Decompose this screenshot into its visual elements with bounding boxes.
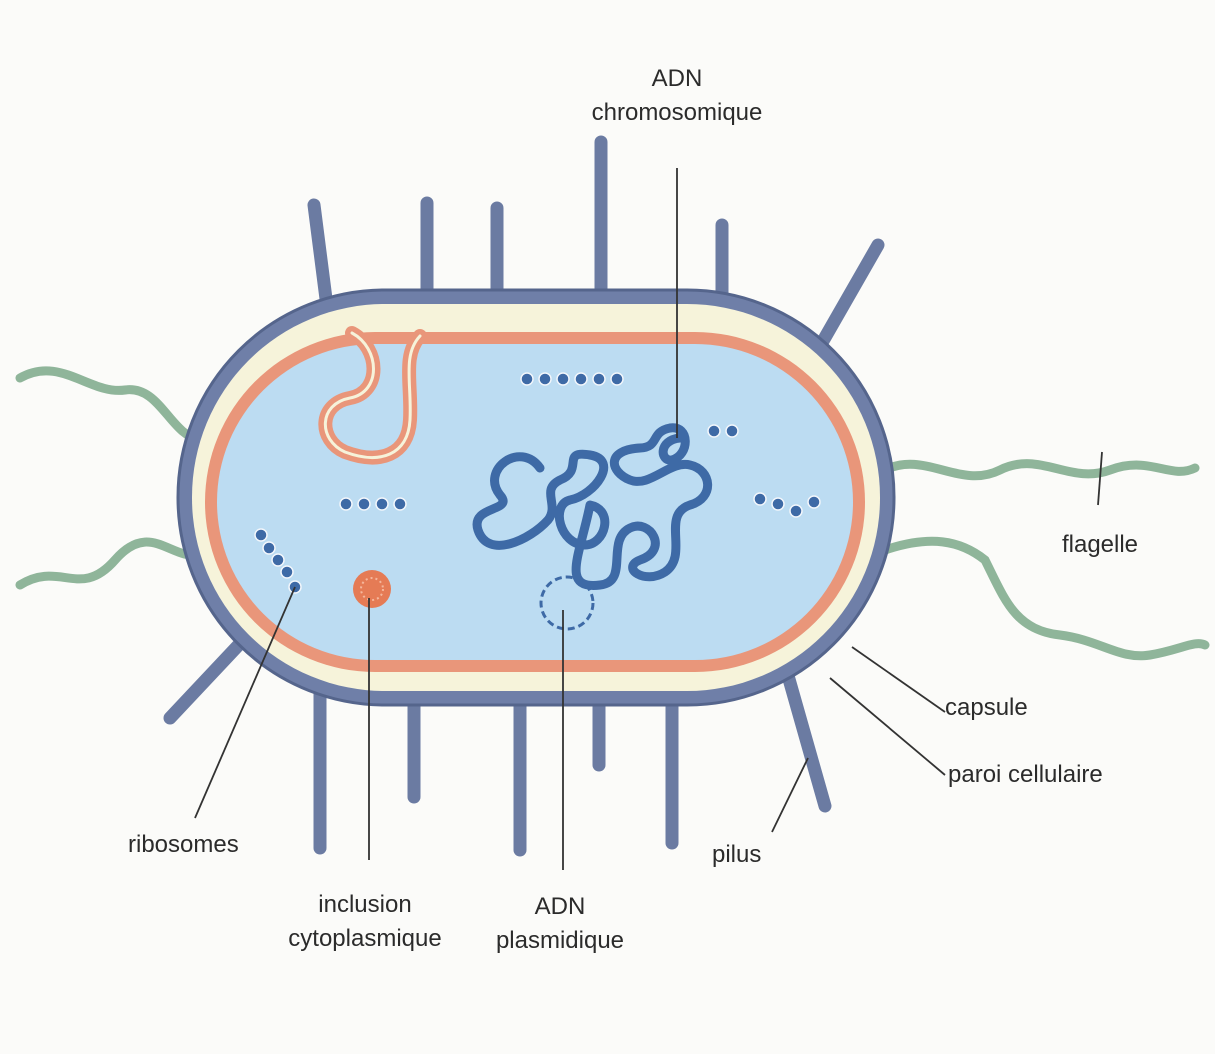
- ribosome: [611, 373, 623, 385]
- ribosome: [263, 542, 275, 554]
- label-adn-plasmidique: ADN plasmidique: [470, 890, 650, 958]
- ribosome: [539, 373, 551, 385]
- ribosome: [772, 498, 784, 510]
- label-adn-chromosomique: ADN chromosomique: [572, 62, 782, 130]
- ribosome: [593, 373, 605, 385]
- label-pilus: pilus: [712, 838, 761, 872]
- ribosome: [281, 566, 293, 578]
- ribosome: [394, 498, 406, 510]
- label-paroi-cellulaire: paroi cellulaire: [948, 758, 1103, 792]
- label-inclusion-cytoplasmique: inclusion cytoplasmique: [270, 888, 460, 956]
- label-capsule: capsule: [945, 691, 1028, 725]
- ribosome: [790, 505, 802, 517]
- leader-flagelle: [1098, 452, 1102, 505]
- ribosome: [808, 496, 820, 508]
- flagellum-left-lower: [20, 542, 200, 585]
- ribosome: [255, 529, 267, 541]
- ribosome: [708, 425, 720, 437]
- ribosome: [340, 498, 352, 510]
- label-ribosomes: ribosomes: [128, 828, 239, 862]
- pilus: [785, 665, 825, 806]
- pilus: [815, 245, 878, 355]
- ribosome: [376, 498, 388, 510]
- ribosome: [575, 373, 587, 385]
- leader-capsule: [852, 647, 945, 712]
- flagellum-right-upper: [885, 464, 1195, 476]
- ribosome: [272, 554, 284, 566]
- ribosome: [358, 498, 370, 510]
- ribosome: [557, 373, 569, 385]
- cytoplasmic-inclusion: [353, 570, 391, 608]
- cell-envelope: [178, 290, 894, 705]
- ribosome: [521, 373, 533, 385]
- ribosome: [726, 425, 738, 437]
- pilus: [170, 635, 248, 718]
- flagellum-left-upper: [20, 371, 200, 440]
- ribosome: [754, 493, 766, 505]
- leader-pilus: [772, 758, 808, 832]
- leader-paroi-cellulaire: [830, 678, 945, 775]
- label-flagelle: flagelle: [1045, 528, 1155, 562]
